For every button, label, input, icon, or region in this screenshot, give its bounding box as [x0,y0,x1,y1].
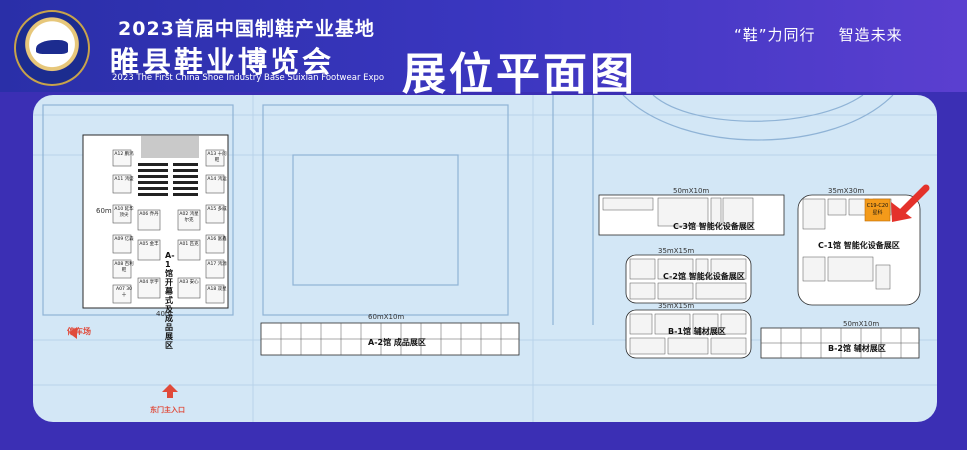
header-banner: 2023首届中国制鞋产业基地 睢县鞋业博览会 2023 The First Ch… [0,0,967,100]
hall-a1-height: 60m [96,207,112,215]
hall-b1-size: 35mX15m [658,302,695,310]
expo-english-title: 2023 The First China Shoe Industry Base … [112,73,385,83]
page-title: 展位平面图 [402,49,637,100]
footer-bar [0,422,967,450]
a1-booth-label: A17 鸿源 [207,262,227,267]
a1-booth-label: A08 百利鞋 [114,262,134,273]
floor-plan-drawing [33,95,937,422]
hall-c1-title: C-1馆 智能化设备展区 [818,241,900,250]
expo-logo-icon [14,10,90,86]
hall-a2-size: 60mX10m [368,313,405,321]
hall-a1 [82,134,229,309]
highlight-booth-label: C19-C20 星科 [866,203,889,216]
shoe-icon [36,40,68,54]
a1-booth-label: A02 鸿星尔克 [179,212,199,223]
a1-booth-label: A07 30十 [116,287,132,298]
site-outlines [42,95,894,325]
parking-arrow-icon [69,327,77,339]
hall-c2-title: C-2馆 智能化设备展区 [663,272,745,281]
a1-booth-label: A14 鸿运 [207,177,227,182]
a1-booth-label: A04 享宇 [139,280,159,285]
a1-booth-label: A05 金丰 [139,242,159,247]
red-arrow-icon [891,184,930,222]
hall-c1 [797,194,921,306]
hall-c2 [625,254,752,304]
hall-b2-title: B-2馆 辅材展区 [828,344,886,353]
a1-booth-label: A16 富鑫 [207,237,227,242]
a1-booth-label: A10 延华 顶尖 [114,207,134,218]
a1-booth-label: A03 安心 [179,280,199,285]
hall-a1-width: 40m [156,310,172,318]
hall-c3-size: 50mX10m [673,187,710,195]
hall-a2-title: A-2馆 成品展区 [368,338,426,347]
hall-a1-title: A-1馆 开幕式及成品展区 [165,251,175,350]
a1-booth-label: A15 多威 [207,207,227,212]
floor-plan-map: A-1馆 开幕式及成品展区 60m 40m A-2馆 成品展区 60mX10m … [33,95,937,422]
a1-booth-label: A06 乔丹 [139,212,159,217]
a1-booth-label: A12 鹏鸿 [114,152,134,157]
hall-c3 [598,194,785,236]
hall-b1-title: B-1馆 辅材展区 [668,327,726,336]
highlight-booth [864,198,891,222]
parking-label: 停车场 [67,327,91,336]
a1-booth-label: A11 鸿盛 [114,177,134,182]
a1-booth-label: A13 十问鞋 [207,152,227,163]
hall-b1 [625,309,752,359]
a1-booth-label: A18 双星 [207,287,227,292]
entrance-arrow-icon [162,384,178,398]
hall-c1-size: 35mX30m [828,187,865,195]
hall-a2 [260,322,520,356]
expo-main-title: 睢县鞋业博览会 [110,45,335,79]
a1-booth-label: A01 匹克 [179,242,199,247]
expo-year-title: 2023首届中国制鞋产业基地 [118,18,375,40]
hall-c3-title: C-3馆 智能化设备展区 [673,222,755,231]
entrance-label: 东门主入口 [150,406,185,414]
hall-b2 [760,327,920,359]
a1-booth-label: A09 亿森 [114,237,134,242]
hall-c2-size: 35mX15m [658,247,695,255]
slogan: “鞋”力同行 智造未来 [734,26,903,44]
hall-b2-size: 50mX10m [843,320,880,328]
